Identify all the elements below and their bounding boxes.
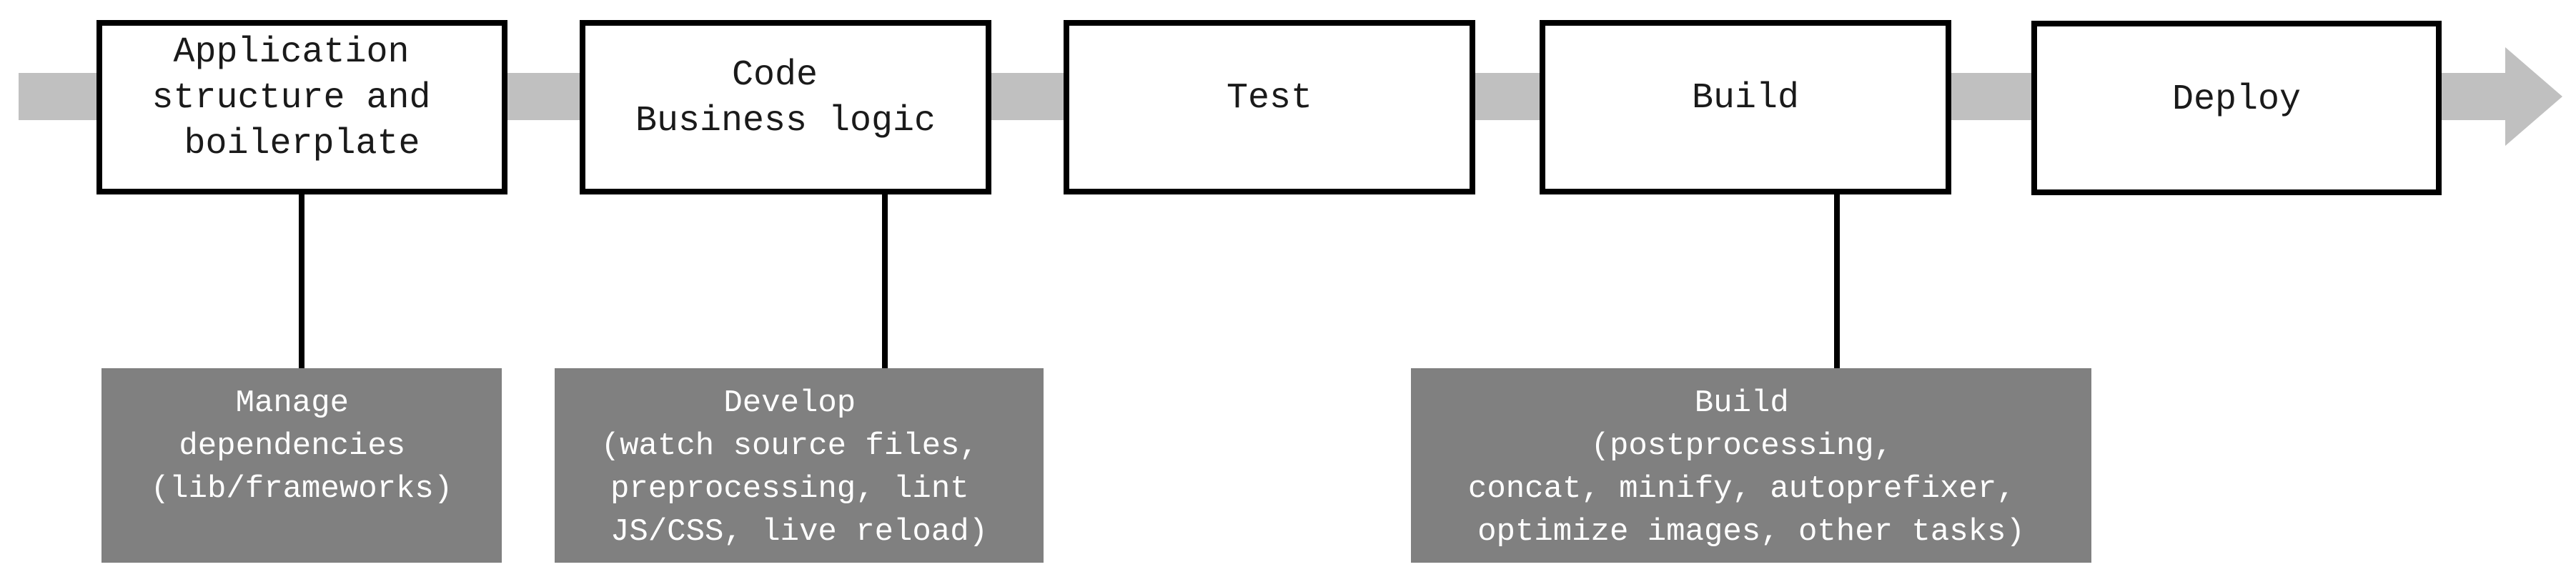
note-dependencies-label: Manage dependencies (lib/frameworks) xyxy=(151,385,452,507)
stage-deploy: Deploy xyxy=(2031,21,2442,195)
stage-test-box xyxy=(1064,20,1475,194)
note-build-tasks-label: Build (postprocessing, concat, minify, a… xyxy=(1468,385,2034,550)
stage-structure: Application structure and boilerplate xyxy=(96,20,507,194)
stage-structure-line-2: structure and xyxy=(152,78,430,119)
stage-build-line-1: Build xyxy=(1692,78,1799,119)
note-dependencies-line-2: dependencies xyxy=(179,428,405,464)
note-build-tasks: Build (postprocessing, concat, minify, a… xyxy=(1411,368,2091,563)
stage-build-label: Build xyxy=(1692,78,1799,119)
note-build-tasks-line-4: optimize images, other tasks) xyxy=(1477,514,2025,550)
note-build-tasks-line-3: concat, minify, autoprefixer, xyxy=(1468,471,2016,507)
stage-structure-line-3: boilerplate xyxy=(184,124,420,164)
stage-code-line-2: Business logic xyxy=(635,101,936,142)
stage-structure-label: Application structure and boilerplate xyxy=(152,32,452,164)
flow-arrow-head xyxy=(2505,47,2562,146)
stage-deploy-line-1: Deploy xyxy=(2172,79,2301,120)
stage-test-label: Test xyxy=(1227,78,1312,119)
stage-structure-box xyxy=(96,20,507,194)
note-dependencies-line-1: Manage xyxy=(236,385,349,421)
note-develop: Develop (watch source files, preprocessi… xyxy=(555,368,1044,563)
stage-structure-line-1: Application xyxy=(173,32,409,73)
note-dependencies: Manage dependencies (lib/frameworks) xyxy=(101,368,502,563)
note-dependencies-box xyxy=(101,368,502,563)
stage-code-box xyxy=(580,20,991,194)
stage-build: Build xyxy=(1540,20,1951,194)
note-build-tasks-line-1: Build xyxy=(1695,385,1789,421)
stage-deploy-box xyxy=(2031,21,2442,195)
note-develop-line-2: (watch source files, xyxy=(601,428,979,464)
note-dependencies-line-3: (lib/frameworks) xyxy=(151,471,452,507)
stage-test: Test xyxy=(1064,20,1475,194)
note-build-tasks-line-2: (postprocessing, xyxy=(1591,428,1893,464)
note-develop-line-1: Develop xyxy=(723,385,856,421)
note-develop-line-4: JS/CSS, live reload) xyxy=(610,514,988,550)
note-build-tasks-box xyxy=(1411,368,2091,563)
stage-code: Code Business logic xyxy=(580,20,991,194)
note-develop-box xyxy=(555,368,1044,563)
stage-test-line-1: Test xyxy=(1227,78,1312,119)
note-develop-label: Develop (watch source files, preprocessi… xyxy=(601,385,998,550)
stage-build-box xyxy=(1540,20,1951,194)
stage-code-line-1: Code xyxy=(732,55,818,96)
stage-code-label: Code Business logic xyxy=(635,55,936,142)
stage-deploy-label: Deploy xyxy=(2172,79,2301,120)
note-develop-line-3: preprocessing, lint xyxy=(610,471,969,507)
